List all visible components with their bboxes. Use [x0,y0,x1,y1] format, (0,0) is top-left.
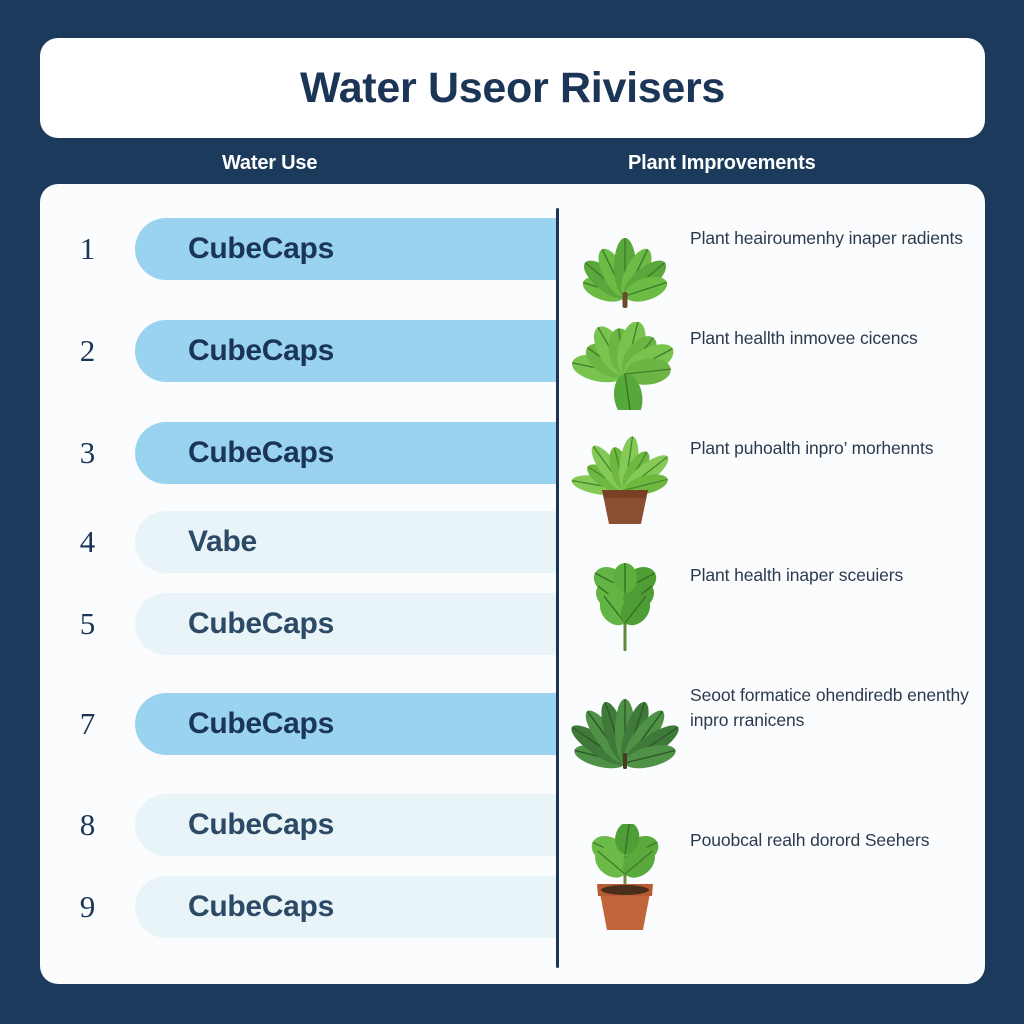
plant-improvement-item[interactable]: Plant heallth inmovee cicencs [560,322,985,410]
row-bar[interactable]: CubeCaps [135,693,556,755]
row-bar[interactable]: CubeCaps [135,876,556,938]
plant-improvement-item[interactable]: Pouobcal realh dorord Seehers [560,824,985,936]
column-header-strip: Water Use Plant Improvements [0,142,1024,184]
row-number: 5 [79,606,96,641]
water-use-row[interactable]: 9 CubeCaps [40,876,556,938]
plant-improvement-item[interactable]: Plant heairoumenhy inaper radients [560,222,985,310]
row-number: 7 [79,706,96,741]
water-use-row[interactable]: 1 CubeCaps [40,218,556,280]
plant-improvement-text: Seoot formatice ohendiredb enenthy inpro… [690,685,969,730]
page-title: Water Useor Rivisers [300,63,725,112]
sprout-leaves-icon [560,559,690,655]
row-label: CubeCaps [188,232,334,265]
row-number: 1 [79,231,96,266]
water-use-row[interactable]: 8 CubeCaps [40,794,556,856]
row-number: 9 [79,889,96,924]
row-label: CubeCaps [188,334,334,367]
row-label: CubeCaps [188,890,334,923]
row-bar[interactable]: CubeCaps [135,320,556,382]
row-number: 4 [79,524,96,559]
plant-improvement-item[interactable]: Plant health inaper sceuiers [560,559,985,655]
water-use-row[interactable]: 5 CubeCaps [40,593,556,655]
seedling-pot-icon [560,824,690,936]
water-use-row[interactable]: 2 CubeCaps [40,320,556,382]
plant-improvement-item[interactable]: Seoot formatice ohendiredb enenthy inpro… [560,679,985,771]
row-number: 3 [79,435,96,470]
water-use-row[interactable]: 4 Vabe [40,511,556,573]
leafy-plant-icon [560,322,690,410]
plant-improvement-text: Plant health inaper sceuiers [690,565,904,585]
row-label: CubeCaps [188,707,334,740]
sage-fan-icon [560,679,690,771]
potted-plant-icon [560,432,690,528]
leaf-spray-icon [560,222,690,310]
row-bar[interactable]: CubeCaps [135,422,556,484]
column-header-plant-improvements: Plant Improvements [628,151,816,174]
column-header-water-use: Water Use [222,151,318,174]
column-divider [556,208,559,968]
plant-improvement-text: Pouobcal realh dorord Seehers [690,830,930,850]
row-bar[interactable]: CubeCaps [135,593,556,655]
row-bar[interactable]: Vabe [135,511,556,573]
row-bar[interactable]: CubeCaps [135,218,556,280]
row-label: Vabe [188,525,257,558]
plant-improvement-text: Plant heallth inmovee cicencs [690,328,918,348]
row-number: 8 [79,807,96,842]
row-bar[interactable]: CubeCaps [135,794,556,856]
row-number: 2 [79,333,96,368]
row-label: CubeCaps [188,436,334,469]
plant-improvement-item[interactable]: Plant puhoalth inpro’ morhennts [560,432,985,528]
title-card: Water Useor Rivisers [40,38,985,138]
plant-improvement-text: Plant heairoumenhy inaper radients [690,228,963,248]
row-label: CubeCaps [188,808,334,841]
water-use-row[interactable]: 7 CubeCaps [40,693,556,755]
plant-improvement-text: Plant puhoalth inpro’ morhennts [690,438,934,458]
water-use-row[interactable]: 3 CubeCaps [40,422,556,484]
row-label: CubeCaps [188,607,334,640]
